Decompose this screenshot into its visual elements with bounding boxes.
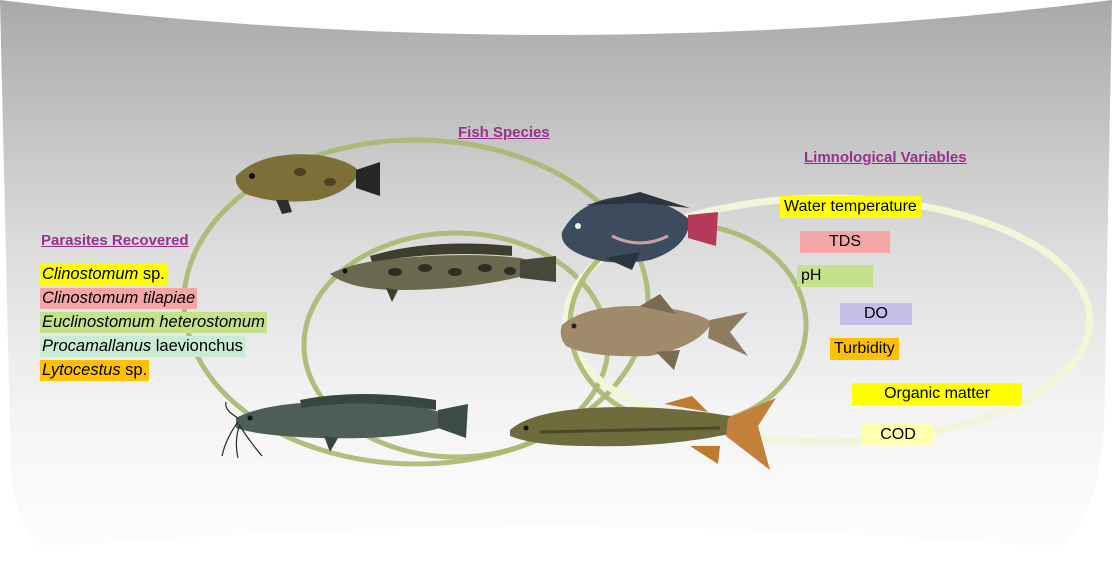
variable-ph: pH [797,265,873,287]
variable-turbidity: Turbidity [830,338,899,360]
parasite-suffix: sp. [121,361,148,379]
parasite-genus: Lytocestus [42,361,121,379]
parasite-genus: Euclinostomum heterostomum [42,313,265,331]
parasite-suffix: laevionchus [156,337,243,355]
parasite-genus: Clinostomum [42,265,138,283]
parasites-recovered-heading: Parasites Recovered [41,232,189,249]
parasite-suffix: sp. [138,265,165,283]
parasite-item: Clinostomum sp. [40,264,167,285]
parasite-genus: Procamallanus [42,337,156,355]
variable-water-temperature: Water temperature [780,196,921,218]
limnological-variables-heading: Limnological Variables [804,149,967,166]
parasite-item: Euclinostomum heterostomum [40,312,267,333]
parasite-item: Lytocestus sp. [40,360,149,381]
parasite-genus: Clinostomum tilapiae [42,289,195,307]
variable-tds: TDS [800,231,890,253]
parasite-item: Clinostomum tilapiae [40,288,197,309]
variable-organic-matter: Organic matter [852,383,1022,405]
variable-cod: COD [862,424,934,446]
variable-do: DO [840,303,912,325]
fish-species-heading: Fish Species [458,124,550,141]
parasite-item: Procamallanus laevionchus [40,336,245,357]
